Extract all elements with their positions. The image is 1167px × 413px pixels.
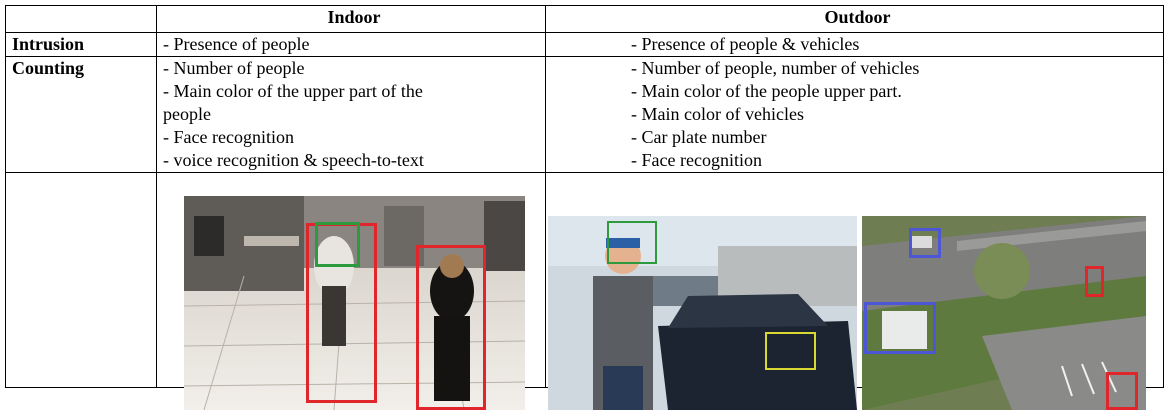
header-outdoor: Outdoor <box>545 5 1164 33</box>
counting-outdoor-cell: - Number of people, number of vehicles -… <box>545 56 1164 173</box>
counting-outdoor-line: - Main color of the people upper part. <box>631 81 902 101</box>
header-empty-cell <box>5 5 157 33</box>
person-bounding-box <box>1106 372 1138 410</box>
header-indoor: Indoor <box>156 5 546 33</box>
face-bounding-box <box>315 222 360 267</box>
counting-indoor-line: - voice recognition & speech-to-text <box>163 150 424 170</box>
plate-bounding-box <box>765 332 816 370</box>
counting-indoor-line: - Face recognition <box>163 127 294 147</box>
outdoor-person-car-scene <box>548 216 857 410</box>
image-row-empty-cell <box>5 172 157 388</box>
row-label-counting: Counting <box>5 56 157 173</box>
intrusion-indoor-cell: - Presence of people <box>156 32 546 57</box>
face-bounding-box <box>607 221 657 264</box>
counting-outdoor-line: - Car plate number <box>631 127 767 147</box>
intrusion-indoor-line: - Presence of people <box>163 34 310 54</box>
vehicle-bounding-box <box>864 302 936 354</box>
indoor-surveillance-image <box>184 196 525 410</box>
outdoor-parking-lot-image <box>862 216 1146 410</box>
counting-indoor-cell: - Number of people - Main color of the u… <box>156 56 546 173</box>
intrusion-outdoor-line: - Presence of people & vehicles <box>631 34 860 54</box>
counting-outdoor-line: - Main color of vehicles <box>631 104 804 124</box>
table-row-counting: Counting - Number of people - Main color… <box>5 56 1164 173</box>
vehicle-bounding-box <box>909 228 941 258</box>
person-bounding-box <box>1085 266 1104 297</box>
counting-outdoor-line: - Number of people, number of vehicles <box>631 58 920 78</box>
outdoor-person-car-image <box>548 216 857 410</box>
counting-outdoor-line: - Face recognition <box>631 150 762 170</box>
counting-indoor-line: people <box>163 104 211 124</box>
table-row-intrusion: Intrusion - Presence of people - Presenc… <box>5 32 1164 57</box>
row-label-intrusion: Intrusion <box>5 32 157 57</box>
person-bounding-box <box>416 245 486 410</box>
counting-indoor-line: - Number of people <box>163 58 305 78</box>
header-row: Indoor Outdoor <box>5 5 1164 33</box>
intrusion-outdoor-cell: - Presence of people & vehicles <box>545 32 1164 57</box>
counting-indoor-line: - Main color of the upper part of the <box>163 81 423 101</box>
